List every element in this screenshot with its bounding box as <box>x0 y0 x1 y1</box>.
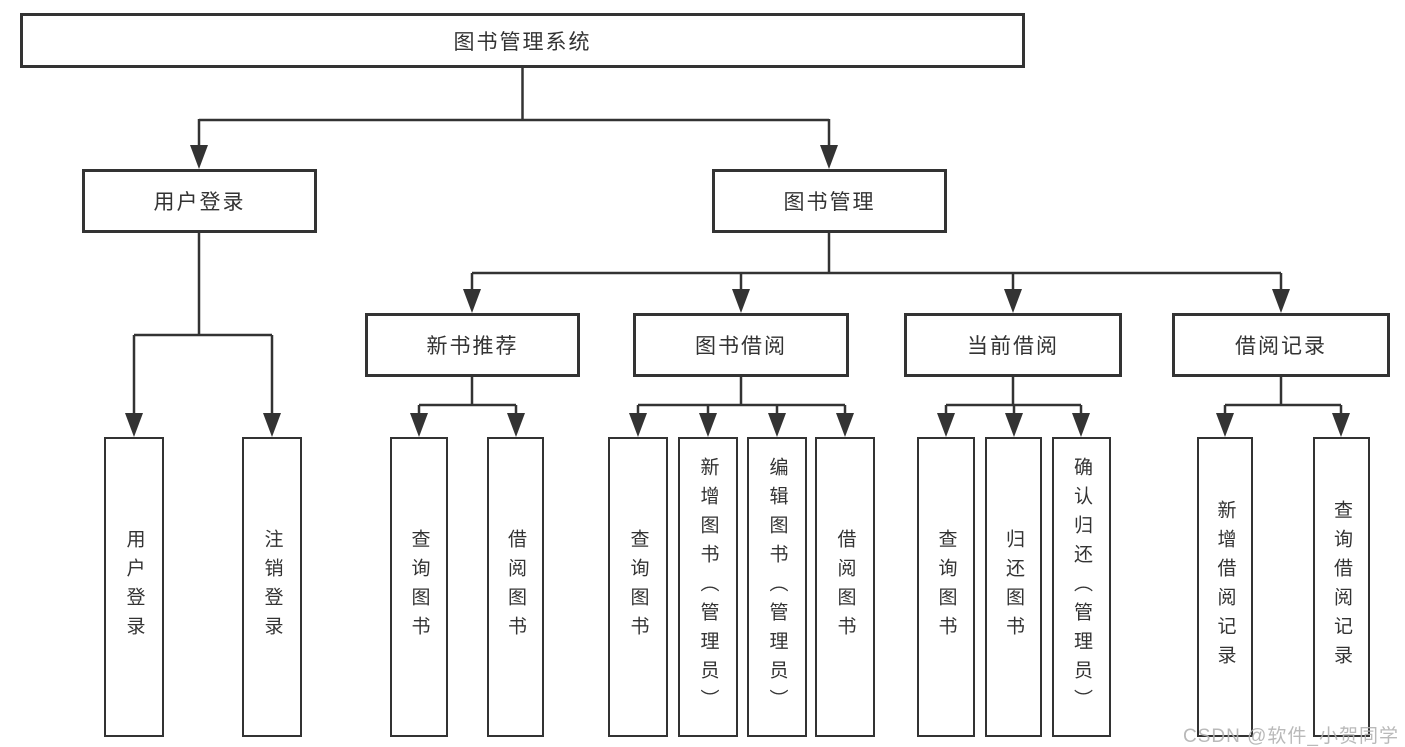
leaf-user-login: 用户登录 <box>104 437 164 737</box>
leaf-borrow-books-recommend-label: 借阅图书 <box>505 529 526 645</box>
node-borrowing-records: 借阅记录 <box>1172 313 1390 377</box>
leaf-user-login-label: 用户登录 <box>123 529 145 645</box>
leaf-edit-book-admin: 编辑图书（管理员） <box>747 437 807 737</box>
node-book-borrowing: 图书借阅 <box>633 313 849 377</box>
leaf-query-books-recommend: 查询图书 <box>390 437 448 737</box>
leaf-return-book-label: 归还图书 <box>1003 529 1024 645</box>
node-book-management: 图书管理 <box>712 169 947 233</box>
leaf-borrow-books-borrow-label: 借阅图书 <box>834 529 856 645</box>
leaf-confirm-return-admin: 确认归还（管理员） <box>1052 437 1111 737</box>
leaf-return-book: 归还图书 <box>985 437 1042 737</box>
node-new-book-recommendation: 新书推荐 <box>365 313 580 377</box>
leaf-query-books-borrow-label: 查询图书 <box>627 529 649 645</box>
leaf-query-borrow-record-label: 查询借阅记录 <box>1331 500 1352 674</box>
leaf-borrow-books-recommend: 借阅图书 <box>487 437 544 737</box>
leaf-query-borrow-record: 查询借阅记录 <box>1313 437 1370 737</box>
leaf-logout-label: 注销登录 <box>261 529 283 645</box>
node-library-management-system: 图书管理系统 <box>20 13 1025 68</box>
leaf-borrow-books-borrow: 借阅图书 <box>815 437 875 737</box>
leaf-edit-book-admin-label: 编辑图书（管理员） <box>766 456 788 718</box>
leaf-logout: 注销登录 <box>242 437 302 737</box>
leaf-add-borrow-record: 新增借阅记录 <box>1197 437 1253 737</box>
leaf-confirm-return-admin-label: 确认归还（管理员） <box>1071 456 1092 718</box>
leaf-add-book-admin-label: 新增图书（管理员） <box>697 456 719 718</box>
leaf-query-books-borrow: 查询图书 <box>608 437 668 737</box>
leaf-add-borrow-record-label: 新增借阅记录 <box>1214 500 1236 674</box>
leaf-query-books-recommend-label: 查询图书 <box>408 529 430 645</box>
leaf-add-book-admin: 新增图书（管理员） <box>678 437 738 737</box>
node-current-borrowing: 当前借阅 <box>904 313 1122 377</box>
node-user-login: 用户登录 <box>82 169 317 233</box>
arrowheads <box>125 145 1350 437</box>
leaf-query-books-current-label: 查询图书 <box>935 529 957 645</box>
leaf-query-books-current: 查询图书 <box>917 437 975 737</box>
watermark: CSDN @软件_小贺同学 <box>1183 726 1399 747</box>
